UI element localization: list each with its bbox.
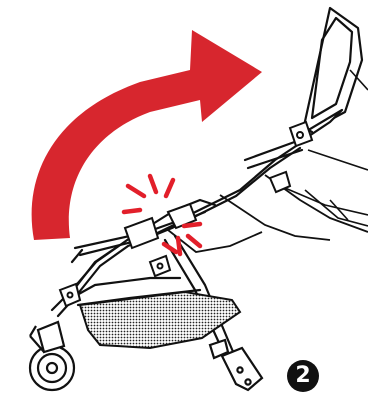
backrest [300, 8, 362, 142]
rear-wheel-bracket [210, 340, 262, 390]
step-number-label: 2 [295, 365, 310, 387]
step-number-badge: 2 [287, 360, 319, 392]
rotation-arrow-icon [32, 30, 262, 240]
front-wheel [30, 322, 74, 390]
seat-base [168, 175, 368, 252]
